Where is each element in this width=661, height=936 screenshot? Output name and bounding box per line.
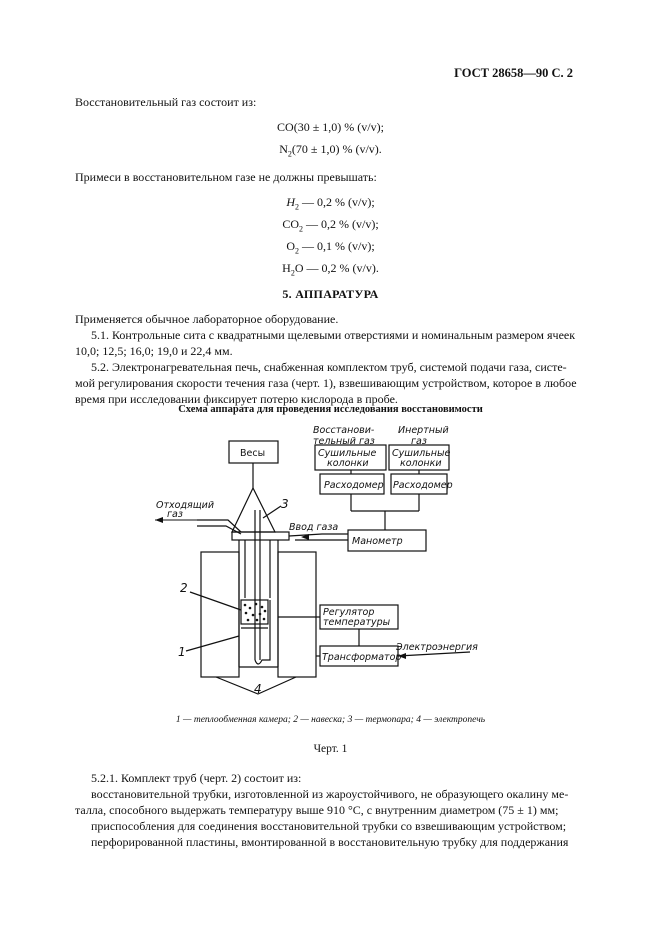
formula-h2o-value: O — 0,2 % (v/v). bbox=[294, 261, 379, 275]
formula-co2: CO2 — 0,2 % (v/v); bbox=[0, 216, 661, 235]
label-gas-inlet: Ввод газа bbox=[289, 522, 338, 533]
formula-n2: N2(70 ± 1,0) % (v/v). bbox=[0, 141, 661, 160]
formula-o2-sub: 2 bbox=[295, 246, 299, 256]
label-transformer: Трансформатор bbox=[322, 652, 401, 663]
label-manometer: Манометр bbox=[352, 536, 403, 547]
label-number-4: 4 bbox=[254, 682, 262, 696]
section-5-2-1-line4: приспособления для соединения восстанови… bbox=[91, 819, 567, 833]
label-scales: Весы bbox=[240, 448, 265, 459]
formula-h2-value: — 0,2 % (v/v); bbox=[299, 195, 375, 209]
section-5-1-line2: 10,0; 12,5; 16,0; 19,0 и 22,4 мм. bbox=[75, 344, 233, 358]
formula-co-text: CO(30 ± 1,0) % (v/v); bbox=[277, 120, 384, 134]
formula-co2-value: — 0,2 % (v/v); bbox=[303, 217, 379, 231]
section-5-2-1-line3: талла, способного выдержать температуру … bbox=[75, 803, 559, 817]
formula-h2o-sub: 2 bbox=[290, 268, 295, 278]
formula-n2-sub: 2 bbox=[287, 149, 292, 159]
label-flowmeter-1: Расходомер bbox=[324, 480, 384, 491]
formula-h2o: H2O — 0,2 % (v/v). bbox=[0, 260, 661, 279]
impurities-intro: Примеси в восстановительном газе не долж… bbox=[75, 170, 377, 184]
section-5-1-line1: 5.1. Контрольные сита с квадратными щеле… bbox=[91, 328, 576, 342]
formula-co2-symbol: CO bbox=[282, 217, 299, 231]
formula-n2-value: (70 ± 1,0) % (v/v). bbox=[291, 142, 382, 156]
formula-h2-symbol: H bbox=[286, 195, 295, 209]
electricity-arrow-icon bbox=[398, 653, 406, 659]
figure-legend: 1 — теплообменная камера; 2 — навеска; 3… bbox=[175, 715, 486, 725]
label-exhaust-1: Отходящий bbox=[156, 500, 214, 511]
formula-co2-sub: 2 bbox=[299, 224, 303, 234]
gas-inlet-arrow-icon bbox=[301, 534, 309, 540]
label-dry-col-1a: Сушильные bbox=[318, 448, 377, 459]
section-5-p0: Применяется обычное лабораторное оборудо… bbox=[75, 312, 339, 326]
section-5-2-1-line2: восстановительной трубки, изготовленной … bbox=[91, 787, 569, 801]
formula-o2: O2 — 0,1 % (v/v); bbox=[0, 238, 661, 257]
furnace-right bbox=[277, 551, 317, 678]
label-dry-col-2b: колонки bbox=[400, 458, 442, 469]
sample-basket bbox=[240, 599, 269, 625]
label-electricity: Электроэнергия bbox=[395, 642, 478, 653]
section-5-2-line1: 5.2. Электронагревательная печь, снабжен… bbox=[91, 360, 567, 374]
section-5-2-1-line1: 5.2.1. Комплект труб (черт. 2) состоит и… bbox=[91, 771, 302, 785]
label-dry-col-2a: Сушильные bbox=[392, 448, 451, 459]
weighing-head bbox=[231, 486, 276, 533]
formula-h2: H2 — 0,2 % (v/v); bbox=[0, 194, 661, 213]
label-number-2: 2 bbox=[180, 581, 188, 595]
label-dry-col-1b: колонки bbox=[327, 458, 369, 469]
page-header: ГОСТ 28658—90 С. 2 bbox=[454, 66, 573, 80]
chart-number: Черт. 1 bbox=[313, 743, 348, 755]
formula-h2-sub: 2 bbox=[295, 202, 299, 212]
label-flowmeter-2: Расходомер bbox=[393, 480, 453, 491]
label-number-3: 3 bbox=[281, 497, 289, 511]
section-5-2-line2: мой регулирования скорости течения газа … bbox=[75, 376, 577, 390]
formula-co: CO(30 ± 1,0) % (v/v); bbox=[0, 119, 661, 136]
label-regulator-2: температуры bbox=[323, 617, 391, 628]
section-5-2-1-line5: перфорированной пластины, вмонтированной… bbox=[91, 835, 569, 849]
formula-o2-value: — 0,1 % (v/v); bbox=[299, 239, 375, 253]
flowmeter-1-box bbox=[319, 473, 385, 495]
formula-o2-symbol: O bbox=[286, 239, 295, 253]
label-number-1: 1 bbox=[178, 645, 186, 659]
label-exhaust-2: газ bbox=[167, 509, 183, 520]
label-reducing-gas-2: тельный газ bbox=[313, 436, 375, 447]
label-inert-gas-2: газ bbox=[411, 436, 427, 447]
label-regulator-1: Регулятор bbox=[323, 607, 374, 618]
label-inert-gas-1: Инертный bbox=[398, 425, 449, 436]
furnace-left bbox=[200, 551, 240, 678]
gas-composition-intro: Восстановительный газ состоит из: bbox=[75, 95, 257, 109]
section-5-2-line3: время при исследовании фиксирует потерю … bbox=[75, 392, 398, 406]
section-5-title: 5. АППАРАТУРА bbox=[282, 287, 379, 301]
formula-h2o-symbol: H bbox=[282, 261, 291, 275]
label-reducing-gas-1: Восстанови- bbox=[313, 425, 375, 436]
formula-n2-symbol: N bbox=[279, 142, 288, 156]
figure-title: Схема аппарата для проведения исследован… bbox=[178, 404, 483, 415]
